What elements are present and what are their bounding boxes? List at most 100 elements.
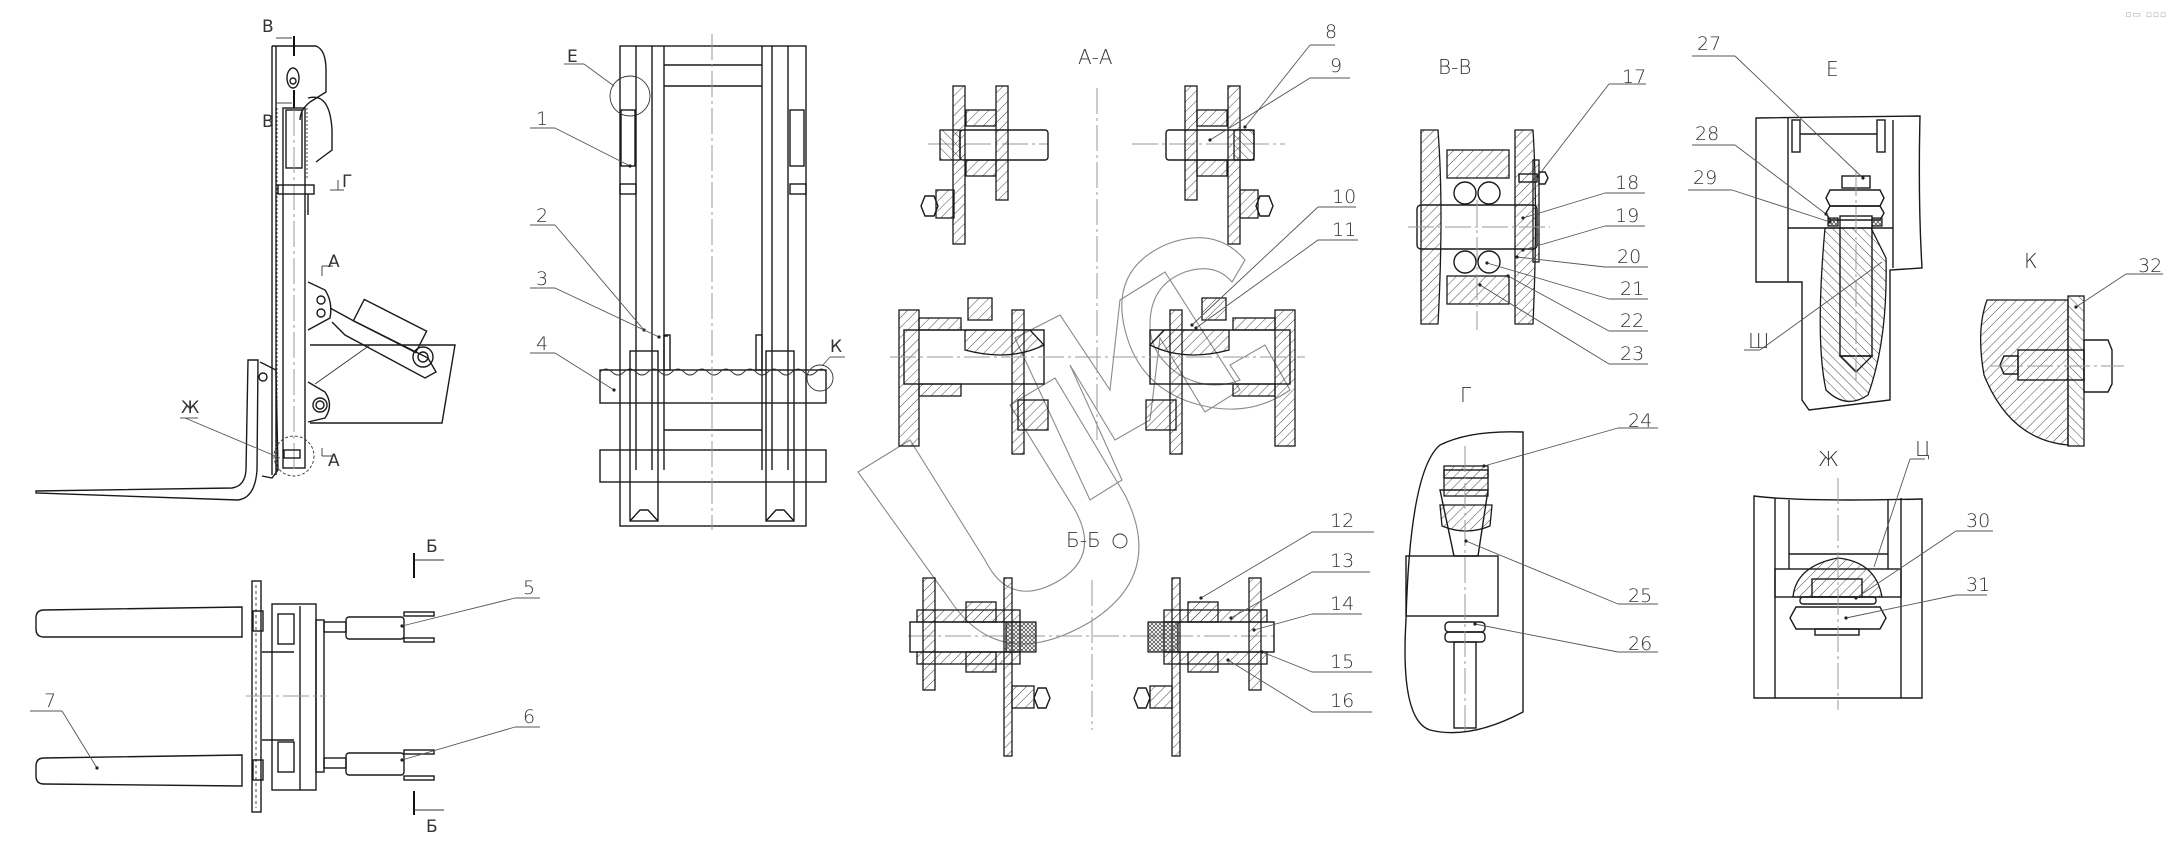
section-mark-v-bottom: В <box>262 112 274 132</box>
callout-label-4: 4 <box>536 333 548 355</box>
section-mark-v-top: В <box>262 17 274 37</box>
callout-dot-19 <box>1521 248 1525 252</box>
section-vv-drawing <box>1408 129 1550 330</box>
top-view <box>35 553 444 815</box>
callout-leader-25 <box>1465 540 1619 605</box>
callout-leader-21 <box>1486 262 1610 300</box>
callout-dot-12 <box>1199 596 1203 600</box>
callout-dot-28 <box>1824 212 1828 216</box>
callout-leader-30 <box>1855 530 1957 599</box>
callout-dot-10 <box>1190 323 1194 327</box>
callout-label-8: 8 <box>1325 21 1337 43</box>
detail-k-drawing <box>1979 295 2124 447</box>
rotation-icon <box>1112 533 1128 549</box>
callout-dot-25 <box>1464 539 1468 543</box>
callout-label-15: 15 <box>1330 651 1354 673</box>
section-mark-b-bottom: Б <box>426 817 438 837</box>
callout-label-18: 18 <box>1615 172 1639 194</box>
callout-dot-32 <box>2074 305 2078 309</box>
callout-leader-20 <box>1516 256 1606 268</box>
callout-leader-24 <box>1483 427 1619 467</box>
window-icon[interactable]: ▫▭ <box>2125 10 2142 20</box>
callout-leader-4 <box>554 352 615 391</box>
callout-leader-29 <box>1731 189 1831 223</box>
callout-label-24: 24 <box>1628 410 1652 432</box>
callout-label-1: 1 <box>536 108 548 130</box>
section-aa-drawing <box>890 85 1305 455</box>
section-bb-title: Б-Б <box>1066 528 1101 552</box>
callout-labels: 1234567891011121314151617181920212223242… <box>44 21 2162 728</box>
section-mark-g: Г <box>342 172 352 192</box>
callout-label-10: 10 <box>1332 186 1356 208</box>
callout-leader-5 <box>401 597 516 627</box>
callout-leader-8 <box>1244 44 1311 128</box>
section-bb-drawing <box>908 577 1278 757</box>
callout-dot-8 <box>1243 125 1247 129</box>
callout-dot-20 <box>1515 255 1519 259</box>
callout-dot-26 <box>1473 622 1477 626</box>
callout-leader-17 <box>1537 83 1610 177</box>
callout-dot-30 <box>1854 596 1858 600</box>
callout-leader-7 <box>61 710 98 769</box>
detail-zh-title: Ж <box>1818 447 1839 471</box>
callout-dot-29 <box>1828 220 1832 224</box>
more-icon[interactable]: ▫▫▫ <box>2145 10 2167 20</box>
callout-leader-14 <box>1253 613 1313 631</box>
callout-dot-31 <box>1844 616 1848 620</box>
callout-dot-7 <box>95 766 99 770</box>
mark-ts: Ц <box>1915 437 1931 461</box>
callout-leader-32 <box>2075 273 2127 308</box>
detail-mark-zh: Ж <box>181 398 199 418</box>
callout-leader-10 <box>1191 206 1319 326</box>
detail-e-drawing <box>1755 115 1923 411</box>
callout-label-2: 2 <box>536 205 548 227</box>
mark-sh: Ш <box>1748 329 1769 353</box>
callout-dot-5 <box>400 624 404 628</box>
detail-zh-drawing <box>1753 478 1923 710</box>
callout-leader-28 <box>1734 144 1827 215</box>
viewer-toolbar[interactable]: ▫▭ ▫▫▫ <box>2125 10 2167 20</box>
callout-label-13: 13 <box>1330 550 1354 572</box>
detail-e-title: Е <box>1826 57 1839 81</box>
callout-leader-31 <box>1845 594 1957 619</box>
callout-leader-6 <box>401 726 516 761</box>
callout-leader-9 <box>1209 77 1311 141</box>
callout-dot-21 <box>1485 261 1489 265</box>
callout-label-14: 14 <box>1330 593 1354 615</box>
section-aa-title: А-А <box>1078 45 1113 69</box>
section-mark-a-bottom: А <box>328 451 340 471</box>
callout-label-17: 17 <box>1622 66 1646 88</box>
callout-dot-23 <box>1478 283 1482 287</box>
callout-leader-3 <box>554 287 660 338</box>
callout-label-7: 7 <box>44 690 56 712</box>
callout-label-32: 32 <box>2138 255 2162 277</box>
callout-label-12: 12 <box>1330 510 1354 532</box>
callout-leader-26 <box>1474 623 1619 653</box>
callout-leader-2 <box>554 224 645 331</box>
callout-leader-15 <box>1261 651 1313 673</box>
callout-dot-9 <box>1208 138 1212 142</box>
callout-label-16: 16 <box>1330 690 1354 712</box>
side-view <box>35 36 456 501</box>
callout-dot-27 <box>1861 176 1865 180</box>
callout-leader-27 <box>1734 55 1864 179</box>
callout-label-22: 22 <box>1620 310 1644 332</box>
callout-dot-17 <box>1536 174 1540 178</box>
callout-dot-18 <box>1521 216 1525 220</box>
callout-leader-19 <box>1522 225 1606 251</box>
callout-dot-6 <box>400 758 404 762</box>
callout-leader-23 <box>1479 284 1610 365</box>
callout-dot-24 <box>1482 464 1486 468</box>
callout-leader-11 <box>1195 239 1319 329</box>
callout-label-23: 23 <box>1620 343 1644 365</box>
detail-mark-e: Е <box>567 47 578 67</box>
callout-label-25: 25 <box>1628 585 1652 607</box>
callout-label-29: 29 <box>1693 167 1717 189</box>
leader-lines <box>30 44 2163 770</box>
section-mark-b-top: Б <box>426 537 438 557</box>
callout-label-6: 6 <box>523 706 535 728</box>
callout-dot-4 <box>612 388 616 392</box>
callout-label-31: 31 <box>1966 574 1990 596</box>
front-view <box>599 34 834 530</box>
